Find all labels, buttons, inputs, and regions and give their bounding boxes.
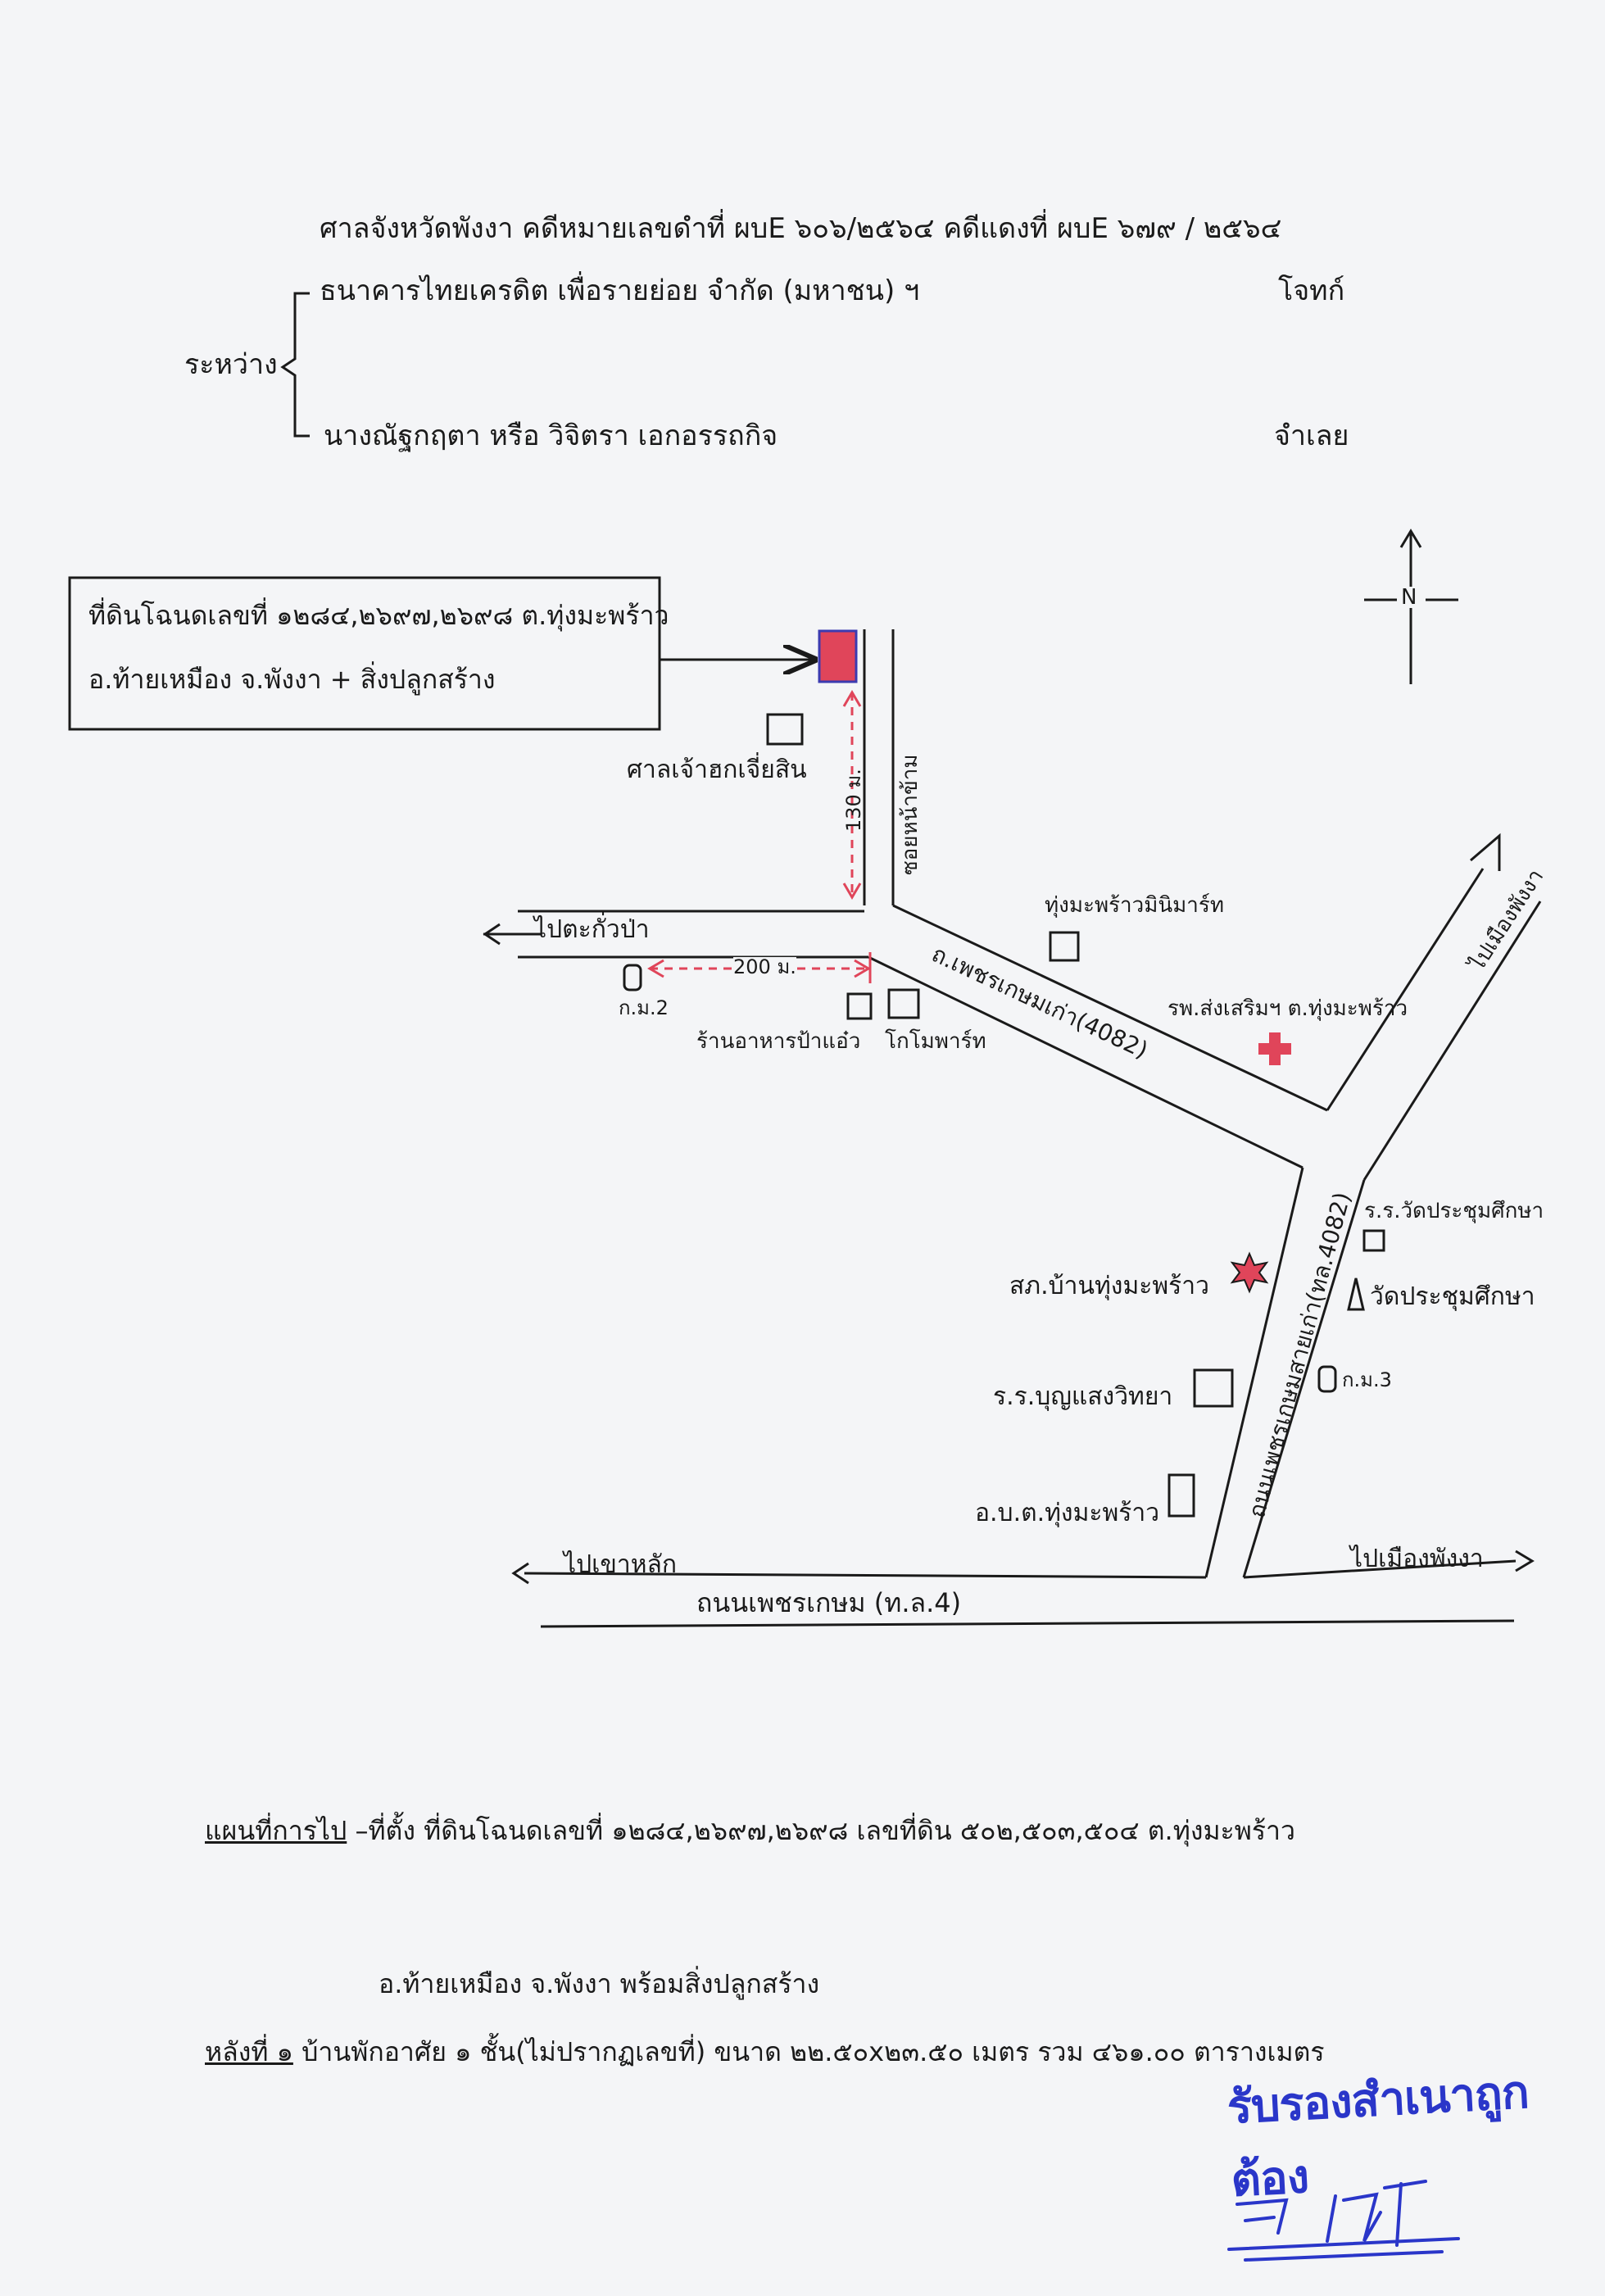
footer-line3: หลังที่ ๑ บ้านพักอาศัย ๑ ชั้น(ไม่ปรากฏเล…: [205, 2039, 1325, 2065]
property-marker: [818, 629, 858, 683]
boonsaeng-square: [1193, 1368, 1234, 1408]
km2-post-icon: [623, 964, 642, 991]
footer-line3-label: หลังที่ ๑: [205, 2036, 293, 2067]
label-minimart: ทุ่งมะพร้าวมินิมาร์ท: [1045, 893, 1224, 918]
label-to-phangnga-e: ไปเมืองพังงา: [1350, 1545, 1484, 1573]
arrow-to-takua-pa: [483, 923, 541, 946]
label-wat: วัดประชุมศึกษา: [1370, 1282, 1535, 1311]
school-wat-square: [1362, 1229, 1385, 1252]
temple-icon: [1347, 1277, 1365, 1311]
signature: [1227, 2180, 1460, 2262]
dimension-130m: [842, 690, 862, 900]
restaurant-square: [846, 992, 873, 1020]
defendant-name: นางณัฐกฤตา หรือ วิจิตรา เอกอรรถกิจ: [324, 420, 778, 452]
north-arrow-icon: [1364, 529, 1458, 684]
komo-square: [887, 988, 920, 1019]
between-brace: [280, 292, 310, 438]
shrine-square: [766, 713, 804, 746]
label-soi: ซอยหน้าข้าม: [898, 754, 923, 875]
plaintiff-role: โจทก์: [1278, 275, 1345, 307]
soi-lane: [863, 629, 895, 905]
obt-square: [1167, 1473, 1195, 1518]
north-label: N: [1401, 585, 1417, 610]
police-station-icon: [1230, 1251, 1269, 1294]
defendant-role: จำเลย: [1274, 420, 1349, 452]
label-130m: 130 ม.: [842, 769, 865, 832]
road-northeast: [1326, 833, 1542, 1181]
road-4082-diagonal: [868, 904, 1328, 1169]
footer-line1-label: แผนที่การไป: [205, 1815, 347, 1846]
road-4082-south: [1204, 1167, 1366, 1578]
footer-line1: แผนที่การไป –ที่ตั้ง ที่ดินโฉนดเลขที่ ๑๒…: [205, 1817, 1295, 1844]
label-police: สภ.บ้านทุ่งมะพร้าว: [1009, 1272, 1209, 1300]
label-hospital: รพ.ส่งเสริมฯ ต.ทุ่งมะพร้าว: [1167, 996, 1408, 1021]
between-label: ระหว่าง: [184, 348, 278, 381]
property-callout-box: [68, 576, 661, 731]
property-line2: อ.ท้ายเหมือง จ.พังงา + สิ่งปลูกสร้าง: [88, 664, 496, 695]
label-restaurant: ร้านอาหารป้าแอ๋ว: [696, 1029, 861, 1054]
label-main-road: ถนนเพชรเกษม (ท.ล.4): [696, 1587, 962, 1618]
label-shrine: ศาลเจ้าฮกเจี่ยสิน: [627, 756, 807, 784]
road-phetkasem: [511, 1550, 1535, 1628]
case-title: ศาลจังหวัดพังงา คดีหมายเลขดำที่ ผบE ๖๐๖/…: [320, 212, 1282, 245]
label-to-takua-pa: ไปตะกั่วป่า: [534, 915, 650, 944]
label-boonsaeng: ร.ร.บุญแสงวิทยา: [993, 1382, 1173, 1411]
label-to-khao-lak: ไปเขาหลัก: [564, 1550, 678, 1579]
dimension-200m: [647, 952, 872, 983]
minimart-square: [1049, 931, 1080, 962]
label-200m: 200 ม.: [733, 955, 796, 978]
km3-post-icon: [1317, 1365, 1337, 1393]
label-obt: อ.บ.ต.ทุ่งมะพร้าว: [975, 1499, 1160, 1527]
plaintiff-name: ธนาคารไทยเครดิต เพื่อรายย่อย จำกัด (มหาช…: [320, 275, 920, 307]
hospital-icon: [1258, 1032, 1291, 1065]
label-km2: ก.ม.2: [619, 996, 669, 1019]
footer-line2: อ.ท้ายเหมือง จ.พังงา พร้อมสิ่งปลูกสร้าง: [379, 1968, 820, 1999]
label-km3: ก.ม.3: [1342, 1368, 1392, 1391]
label-komo-mart: โกโมพาร์ท: [885, 1029, 986, 1054]
label-school-wat: ร.ร.วัดประชุมศึกษา: [1364, 1199, 1544, 1223]
footer-line3-text: บ้านพักอาศัย ๑ ชั้น(ไม่ปรากฏเลขที่) ขนาด…: [292, 2036, 1325, 2067]
property-line1: ที่ดินโฉนดเลขที่ ๑๒๘๔,๒๖๙๗,๒๖๙๘ ต.ทุ่งมะ…: [88, 600, 669, 631]
footer-line1-text: –ที่ตั้ง ที่ดินโฉนดเลขที่ ๑๒๘๔,๒๖๙๗,๒๖๙๘…: [347, 1815, 1295, 1846]
